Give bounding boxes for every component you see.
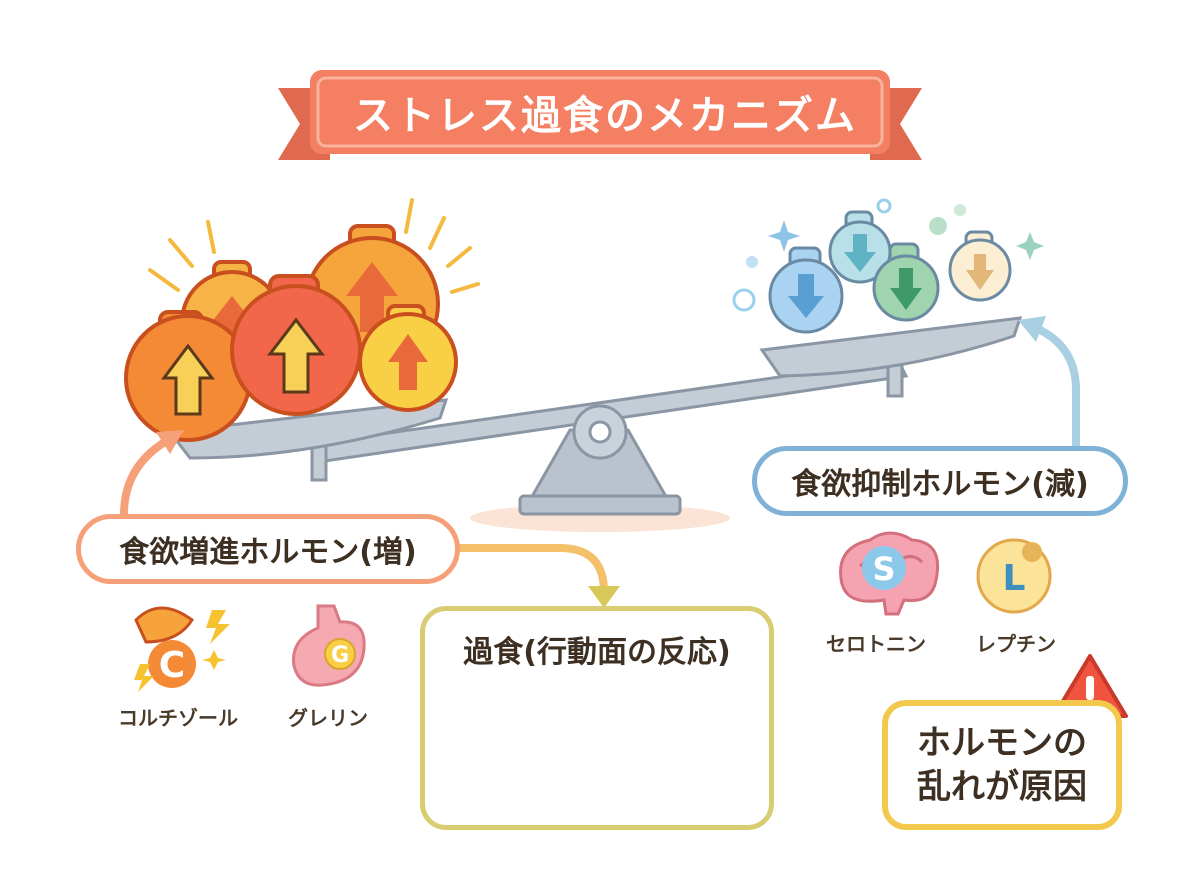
cause-line-1: ホルモンの — [917, 723, 1087, 763]
arrow-decrease-to-scale — [1032, 324, 1080, 450]
cause-box: ホルモンの 乱れが原因 — [882, 700, 1122, 830]
burst-lines — [148, 198, 480, 294]
bag-blue — [768, 246, 844, 334]
leptin-icon: L — [976, 538, 1052, 614]
svg-text:S: S — [872, 550, 895, 588]
appetite-increase-label: 食欲増進ホルモン(増) — [76, 514, 460, 584]
leptin-label: レプチン — [976, 632, 1056, 656]
bag-yellow-right — [358, 304, 458, 412]
cortisol-icon: C — [134, 606, 230, 692]
appetite-decrease-label: 食欲抑制ホルモン(減) — [752, 446, 1128, 516]
page-title: ストレス過食のメカニズム — [353, 93, 857, 139]
hormone-bags-down — [768, 210, 1012, 334]
bag-orange-left — [124, 310, 252, 442]
arrow-increase-to-scale — [120, 436, 172, 518]
ghrelin-icon: G — [292, 604, 366, 687]
svg-text:G: G — [331, 643, 349, 668]
arrow-increase-head — [156, 430, 184, 454]
hormone-bags-up — [124, 224, 458, 442]
arrow-to-overeating-head — [588, 586, 620, 608]
cause-line-2: 乱れが原因 — [917, 767, 1087, 807]
svg-text:C: C — [159, 645, 185, 686]
sparkles — [732, 198, 1044, 312]
arrow-to-overeating — [456, 544, 608, 596]
seesaw-scale — [167, 316, 1023, 516]
bag-cream — [948, 230, 1012, 302]
svg-text:L: L — [1003, 558, 1026, 599]
overeating-box: 過食(行動面の反応) — [420, 606, 774, 830]
serotonin-label: セロトニン — [826, 632, 926, 656]
ghrelin-label: グレリン — [288, 706, 368, 730]
overeating-title: 過食(行動面の反応) — [463, 635, 731, 670]
bag-red-center — [230, 274, 362, 416]
arrow-decrease-head — [1018, 316, 1046, 342]
serotonin-icon: S — [839, 531, 939, 616]
title-banner — [278, 70, 922, 160]
cortisol-label: コルチゾール — [118, 706, 238, 730]
bag-green — [872, 242, 940, 322]
